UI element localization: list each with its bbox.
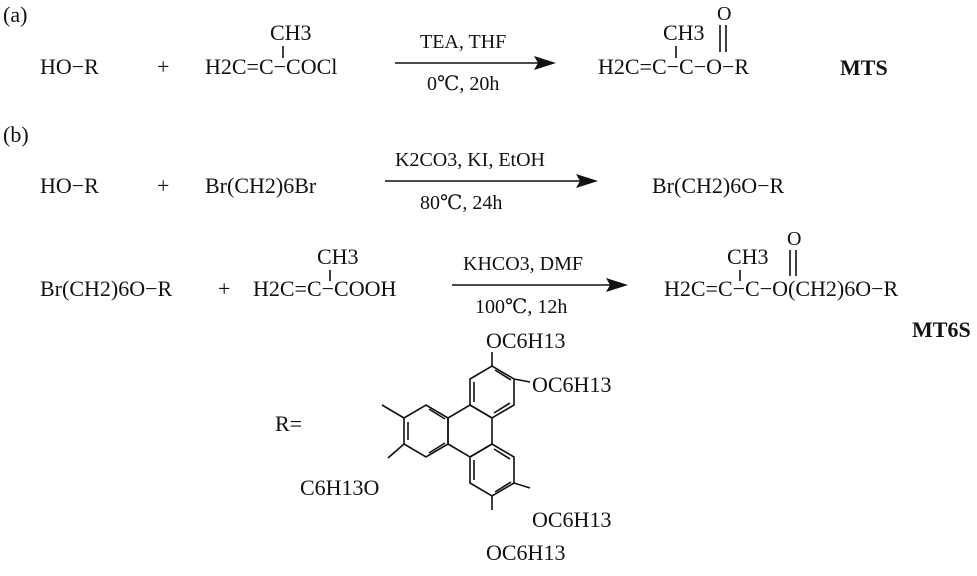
- methyl-label: CH3: [663, 20, 705, 45]
- double-bond: [493, 402, 511, 414]
- conditions-reagents: TEA, THF: [420, 31, 506, 53]
- attachment-bond: [381, 404, 405, 419]
- conditions-temp-time: 100℃, 12h: [475, 296, 567, 318]
- mt6s-formula: H2C=C−C−O(CH2)6O−R: [664, 276, 899, 301]
- methacrylic-acid-formula: H2C=C−COOH: [253, 276, 396, 301]
- methacrylic-acid: CH3 H2C=C−COOH: [253, 244, 396, 301]
- reactant-hor: HO−R: [40, 173, 99, 198]
- aromatic-ring-upper: [469, 365, 515, 419]
- panel-a: (a) HO−R + CH3 H2C=C−COCl TEA, THF 0℃, 2…: [3, 2, 888, 95]
- double-bond: [494, 481, 512, 493]
- triphenylene-core: [381, 352, 531, 510]
- reactant-hor: HO−R: [40, 54, 99, 79]
- double-bond: [428, 408, 446, 420]
- dibromohexane: Br(CH2)6Br: [205, 173, 317, 198]
- plus-sign: +: [157, 54, 169, 79]
- methyl-label: CH3: [727, 244, 769, 269]
- panel-b: (b) HO−R + Br(CH2)6Br K2CO3, KI, EtOH 80…: [3, 122, 971, 342]
- hexyloxy-substituent: OC6H13: [532, 507, 611, 532]
- panel-b-label: (b): [3, 122, 29, 147]
- carbonyl-oxygen: O: [717, 3, 731, 25]
- hexyloxy-substituent: OC6H13: [486, 540, 565, 565]
- reaction-arrow-head: [576, 174, 598, 188]
- hexyloxy-substituent: OC6H13: [532, 372, 611, 397]
- aromatic-ring-central: [447, 404, 493, 458]
- methyl-label: CH3: [317, 244, 359, 269]
- step-2: Br(CH2)6O−R + CH3 H2C=C−COOH KHCO3, DMF …: [40, 228, 971, 342]
- plus-sign: +: [218, 276, 230, 301]
- bromohexyl-ether: Br(CH2)6O−R: [652, 173, 785, 198]
- bromohexyl-ether: Br(CH2)6O−R: [40, 276, 173, 301]
- mts-formula: H2C=C−C−O−R: [598, 54, 749, 79]
- double-bond: [494, 369, 512, 381]
- conditions-temp-time: 80℃, 24h: [420, 192, 502, 214]
- substituent-bond: [387, 443, 405, 459]
- hexyloxy-substituent: C6H13O: [300, 475, 379, 500]
- methyl-label: CH3: [270, 20, 312, 45]
- reaction-arrow-head: [534, 56, 556, 70]
- mt6s-label: MT6S: [912, 317, 971, 342]
- plus-sign: +: [157, 173, 169, 198]
- hexyloxy-substituent: OC6H13: [486, 328, 565, 353]
- carbonyl-oxygen: O: [787, 228, 801, 250]
- product-mts: CH3 O H2C=C−C−O−R: [598, 3, 749, 79]
- double-bond: [493, 448, 511, 460]
- r-group-label: R=: [275, 411, 302, 436]
- aromatic-ring-left: [403, 404, 449, 458]
- methacryloyl-chloride-formula: H2C=C−COCl: [205, 54, 337, 79]
- aromatic-ring-lower: [469, 443, 515, 497]
- reaction-arrow-head: [606, 278, 628, 292]
- substituent-bond: [513, 378, 531, 383]
- conditions-temp-time: 0℃, 20h: [427, 73, 499, 95]
- double-bond: [428, 442, 446, 454]
- panel-a-label: (a): [3, 2, 27, 27]
- mts-label: MTS: [840, 55, 888, 80]
- step-1: HO−R + Br(CH2)6Br K2CO3, KI, EtOH 80℃, 2…: [40, 149, 785, 214]
- substituent-bond: [513, 482, 531, 489]
- product-mt6s: CH3 O H2C=C−C−O(CH2)6O−R: [664, 228, 899, 301]
- conditions-reagents: KHCO3, DMF: [463, 253, 583, 275]
- conditions-reagents: K2CO3, KI, EtOH: [395, 149, 545, 171]
- methacryloyl-chloride: CH3 H2C=C−COCl: [205, 20, 337, 79]
- r-group: R= OC6H13: [275, 328, 611, 565]
